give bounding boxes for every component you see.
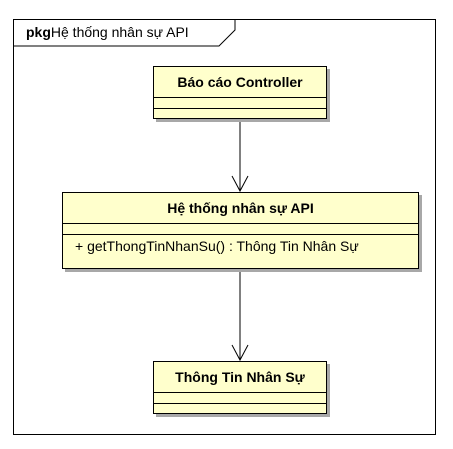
attributes-compartment [154,392,326,403]
operation-get-thong-tin-nhan-su: + getThongTinNhanSu() : Thông Tin Nhân S… [63,234,418,261]
class-name: Báo cáo Controller [177,74,303,90]
package-name: Hệ thống nhân sự API [50,24,189,40]
class-thong-tin-nhan-su[interactable]: Thông Tin Nhân Sự [153,361,327,414]
package-frame [13,19,436,435]
attributes-compartment [63,223,418,234]
operations-compartment [154,108,326,109]
class-he-thong-nhan-su-api[interactable]: Hệ thống nhân sự API + getThongTinNhanSu… [62,192,419,269]
class-bao-cao-controller[interactable]: Báo cáo Controller [153,66,327,119]
package-label: pkgHệ thống nhân sự API [26,20,189,44]
class-name: Hệ thống nhân sự API [167,200,314,216]
package-keyword: pkg [26,24,51,40]
operations-compartment [154,403,326,404]
package-tab [13,19,236,47]
class-name: Thông Tin Nhân Sự [175,369,305,385]
attributes-compartment [154,97,326,108]
